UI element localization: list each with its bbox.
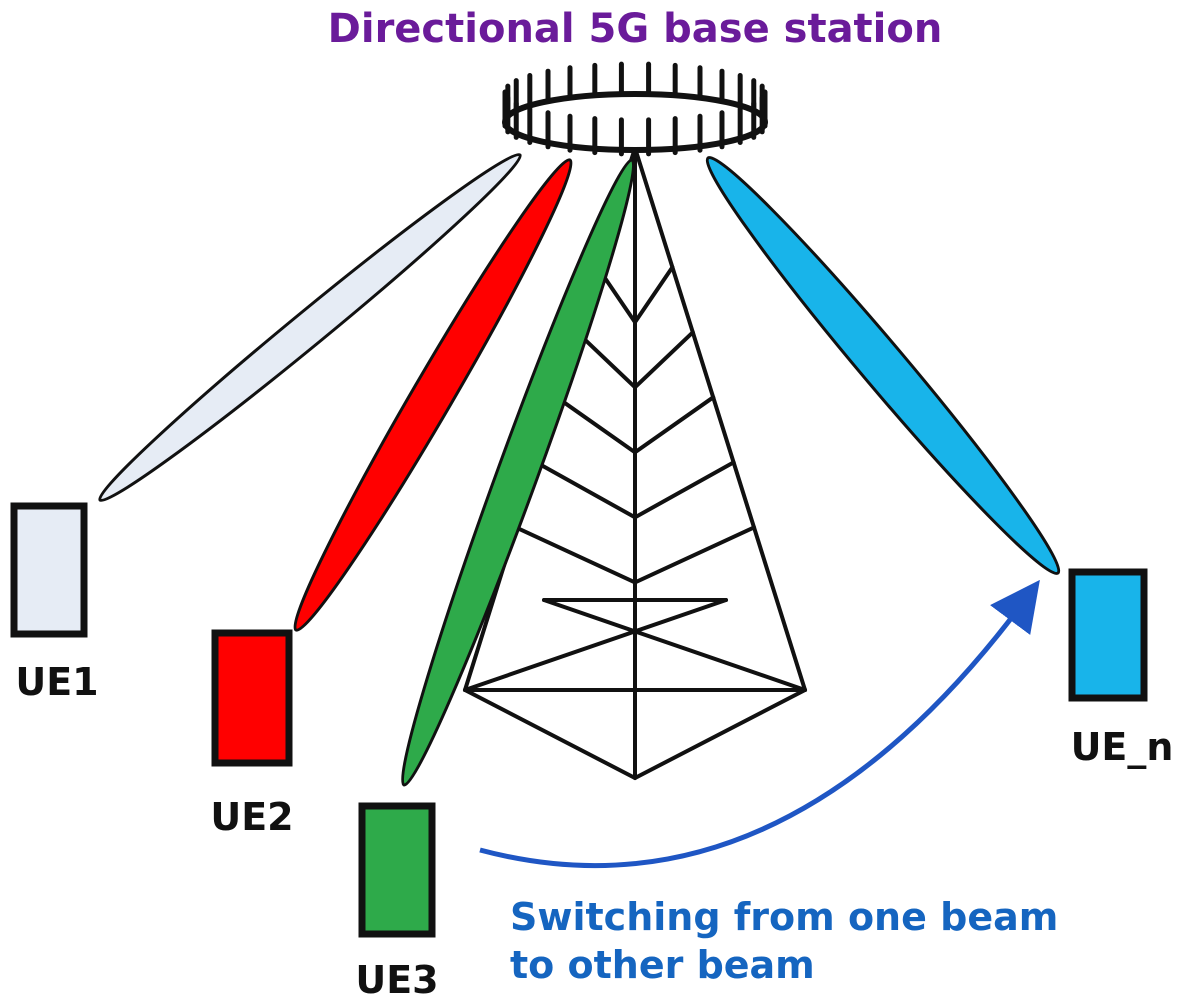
antenna-ring: [502, 61, 768, 157]
switching-arrow: [479, 579, 1040, 869]
beams: [98, 153, 1061, 787]
ue2-label: UE2: [210, 795, 293, 839]
diagram-title: Directional 5G base station: [328, 6, 943, 52]
ue2-device: [211, 629, 293, 767]
ue-n-label: UE_n: [1071, 725, 1174, 769]
ue1-label: UE1: [15, 660, 98, 704]
ue3-label: UE3: [355, 958, 438, 1002]
ue1-device: [10, 502, 88, 638]
switching-caption-line2: to other beam: [510, 943, 815, 987]
ue-n-device: [1068, 568, 1148, 702]
switching-caption-line1: Switching from one beam: [510, 895, 1058, 939]
ue3-device: [358, 802, 436, 938]
beam-to-ue2: [293, 158, 573, 632]
beam-to-ue3: [400, 158, 636, 787]
beam-to-ue1: [98, 153, 522, 502]
beam-to-ue-n: [705, 156, 1061, 575]
tower: [463, 146, 807, 781]
